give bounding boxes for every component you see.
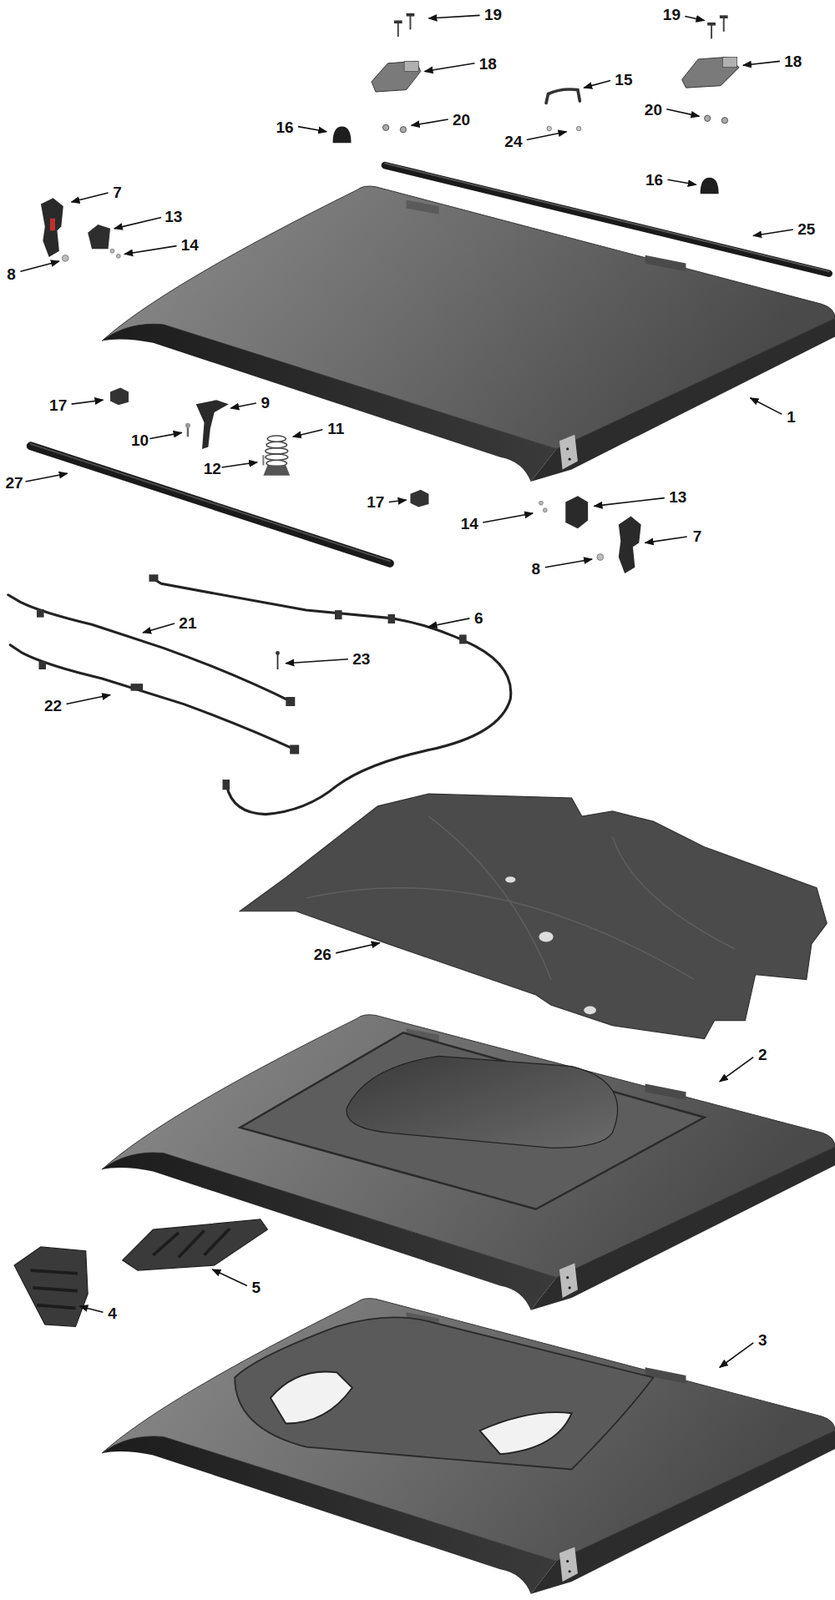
callout-number: 13 bbox=[668, 489, 688, 506]
callout-number: 17 bbox=[48, 397, 68, 414]
callout-number: 26 bbox=[313, 946, 333, 963]
callout-number: 9 bbox=[260, 394, 272, 410]
callout-number: 22 bbox=[43, 697, 63, 714]
callout-number: 20 bbox=[451, 111, 471, 128]
vent-opening bbox=[480, 1412, 572, 1455]
callout-number: 27 bbox=[5, 475, 25, 491]
leader-arrows bbox=[20, 15, 793, 1368]
callout-number: 6 bbox=[473, 609, 485, 626]
callout-number: 3 bbox=[757, 1332, 769, 1349]
callout-number: 1 bbox=[785, 408, 797, 425]
callout-number: 15 bbox=[613, 71, 633, 88]
callout-number: 19 bbox=[483, 6, 503, 23]
callout-number: 7 bbox=[692, 527, 704, 544]
callout-number: 14 bbox=[180, 237, 200, 254]
callout-number: 16 bbox=[644, 172, 664, 188]
callout-number: 17 bbox=[365, 494, 385, 511]
vent-opening bbox=[270, 1371, 353, 1424]
latch bbox=[618, 516, 642, 574]
callout-number: 19 bbox=[662, 6, 682, 23]
vent-insert bbox=[14, 1247, 88, 1327]
callout-number: 8 bbox=[5, 265, 17, 282]
callout-number: 16 bbox=[274, 118, 294, 135]
handle bbox=[546, 89, 580, 104]
callout-number: 7 bbox=[111, 183, 123, 200]
insulation-pad bbox=[239, 794, 827, 1039]
spring bbox=[265, 435, 289, 467]
callout-number: 18 bbox=[783, 53, 803, 70]
callout-number: 24 bbox=[503, 132, 523, 149]
callout-number: 5 bbox=[251, 1279, 263, 1296]
callout-number: 13 bbox=[163, 208, 183, 225]
hood-scoop bbox=[346, 1056, 618, 1149]
vent-insert bbox=[122, 1219, 269, 1271]
callout-number: 8 bbox=[531, 560, 542, 577]
callout-number: 21 bbox=[177, 614, 198, 631]
callout-number: 25 bbox=[796, 220, 816, 237]
washer-hoses bbox=[8, 578, 512, 815]
seal-strip bbox=[30, 445, 390, 564]
callout-number: 10 bbox=[130, 431, 150, 448]
hinge bbox=[371, 56, 739, 92]
prop bbox=[196, 399, 229, 450]
latch bbox=[40, 197, 64, 258]
callout-number: 20 bbox=[643, 101, 663, 117]
callout-number: 4 bbox=[106, 1305, 118, 1322]
callout-number: 12 bbox=[202, 460, 223, 477]
bumper bbox=[333, 126, 719, 195]
callout-number: 2 bbox=[757, 1046, 769, 1063]
callout-number: 11 bbox=[326, 420, 345, 437]
callout-number: 18 bbox=[478, 55, 498, 71]
callout-number: 14 bbox=[460, 516, 480, 532]
callout-number: 23 bbox=[351, 650, 371, 667]
